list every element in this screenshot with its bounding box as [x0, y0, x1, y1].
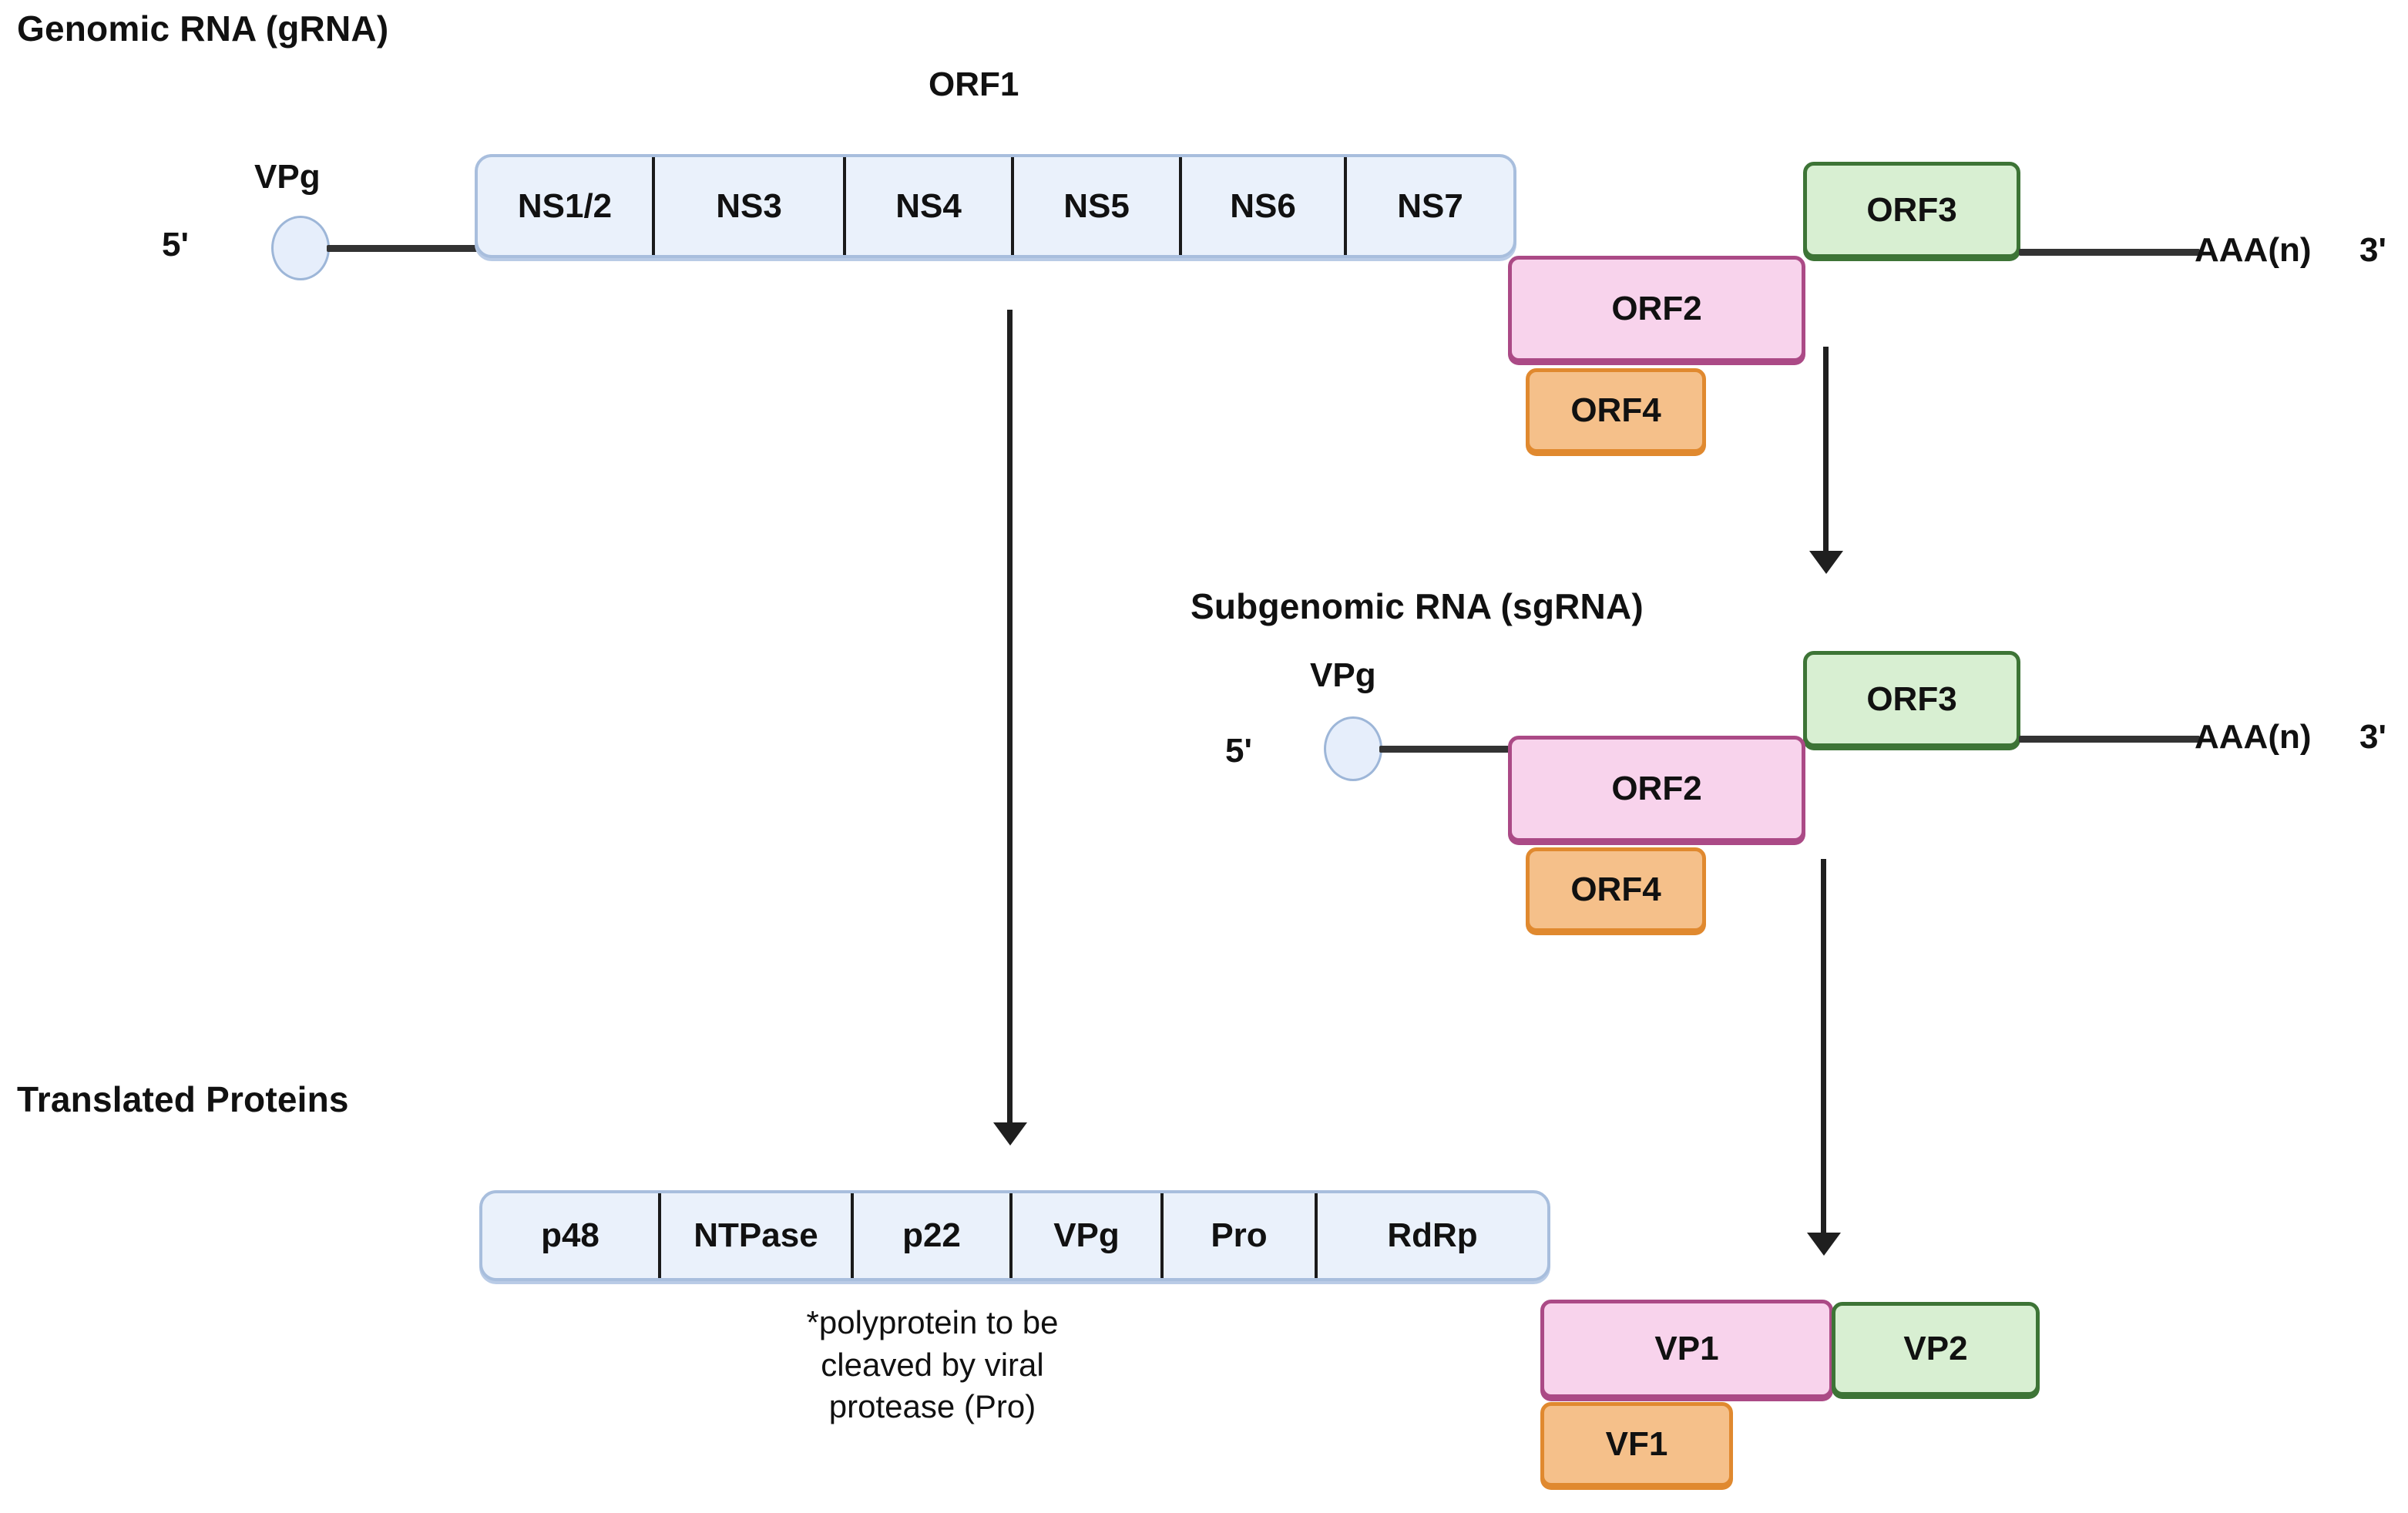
arrow-grna-to-sgrna [1809, 347, 1843, 574]
subgenomic-rna-title: Subgenomic RNA (sgRNA) [1191, 586, 1644, 626]
sgrna-five-prime-label: 5' [1225, 732, 1252, 770]
polyprotein-bar: p48 NTPase p22 VPg Pro RdRp [479, 1190, 1550, 1281]
grna-vpg-circle-icon [271, 216, 330, 280]
orf1-segment-ns4: NS4 [846, 157, 1014, 255]
polyprotein-note: *polyprotein to be cleaved by viral prot… [806, 1304, 1059, 1425]
translated-proteins-title: Translated Proteins [17, 1079, 349, 1119]
orf1-segment-ns3: NS3 [655, 157, 846, 255]
grna-orf1-bar: NS1/2 NS3 NS4 NS5 NS6 NS7 [475, 154, 1516, 258]
arrow-sgrna-to-vp-proteins [1807, 859, 1841, 1256]
orf1-segment-ns7: NS7 [1397, 186, 1463, 225]
grna-vpg-label: VPg [254, 158, 321, 196]
vf1-box: VF1 [1540, 1402, 1733, 1487]
sgrna-five-prime-line [1379, 746, 1516, 753]
sgrna-vpg-label: VPg [1310, 656, 1376, 694]
grna-five-prime-label: 5' [162, 226, 189, 263]
sgrna-orf3-box: ORF3 [1803, 651, 2020, 747]
orf1-segment-ns6: NS6 [1182, 157, 1347, 255]
grna-orf2-box: ORF2 [1508, 256, 1805, 362]
grna-three-prime-label: 3' [2359, 231, 2386, 269]
orf1-segment-ns5: NS5 [1014, 157, 1182, 255]
grna-orf4-box: ORF4 [1526, 368, 1706, 453]
grna-three-prime-line [2019, 249, 2200, 256]
sgrna-three-prime-label: 3' [2359, 718, 2386, 756]
vp1-box: VP1 [1540, 1300, 1833, 1398]
sgrna-orf2-box: ORF2 [1508, 736, 1805, 842]
arrow-orf1-to-polyprotein [993, 310, 1027, 1146]
vp2-box: VP2 [1832, 1302, 2040, 1396]
genomic-rna-title: Genomic RNA (gRNA) [17, 8, 389, 49]
polyprotein-segment-vpg: VPg [1013, 1193, 1164, 1278]
sgrna-orf4-box: ORF4 [1526, 847, 1706, 932]
polyprotein-segment-ntpase: NTPase [661, 1193, 854, 1278]
grna-poly-a-label: AAA(n) [2195, 231, 2312, 269]
orf1-title: ORF1 [929, 65, 1019, 103]
polyprotein-segment-rdrp: RdRp [1387, 1216, 1478, 1254]
polyprotein-segment-p22: p22 [854, 1193, 1013, 1278]
polyprotein-segment-pro: Pro [1164, 1193, 1318, 1278]
grna-five-prime-line [327, 245, 481, 252]
orf1-segment-ns1-2: NS1/2 [478, 157, 655, 255]
sgrna-vpg-circle-icon [1324, 716, 1382, 781]
sgrna-three-prime-line [2019, 736, 2200, 743]
sgrna-poly-a-label: AAA(n) [2195, 718, 2312, 756]
polyprotein-segment-p48: p48 [482, 1193, 661, 1278]
grna-orf3-box: ORF3 [1803, 162, 2020, 258]
